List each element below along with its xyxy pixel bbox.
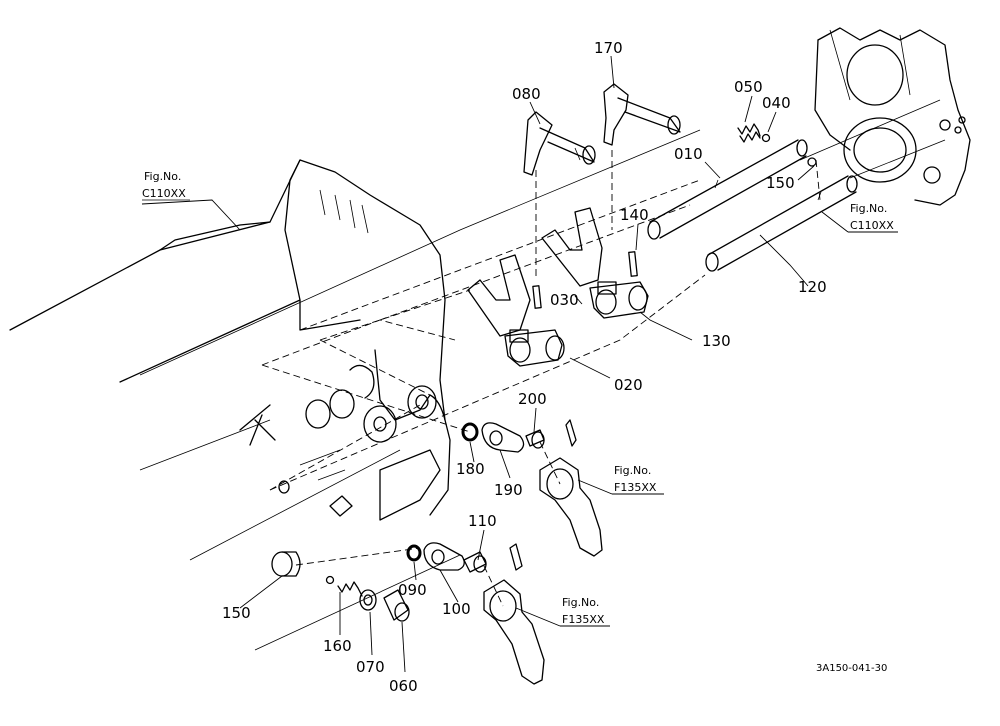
shift-arm-upper <box>539 419 603 557</box>
fig-ref-c110-right: Fig.No. C110XX <box>850 202 894 232</box>
plug-060 <box>383 589 410 622</box>
detent-ball-150-top <box>807 157 817 167</box>
label-160: 160 <box>323 637 352 655</box>
svg-text:F135XX: F135XX <box>614 481 657 494</box>
svg-text:C110XX: C110XX <box>142 187 186 200</box>
label-030: 030 <box>550 291 579 309</box>
spring-160 <box>337 581 363 597</box>
label-050: 050 <box>734 78 763 96</box>
label-130: 130 <box>702 332 731 350</box>
plate-100 <box>423 542 465 571</box>
plate-190 <box>481 422 525 453</box>
shift-lever-080 <box>523 111 596 176</box>
label-150-top: 150 <box>766 174 795 192</box>
svg-text:Fig.No.: Fig.No. <box>614 464 651 477</box>
o-ring-090 <box>406 544 422 562</box>
detent-spring-050 <box>737 123 761 143</box>
part-number-labels: 080 170 050 040 010 150 140 120 030 130 … <box>222 39 827 695</box>
label-190: 190 <box>494 481 523 499</box>
leader-lines <box>141 55 898 673</box>
label-020: 020 <box>614 376 643 394</box>
label-180: 180 <box>456 460 485 478</box>
fig-ref-c110-top: Fig.No. C110XX <box>142 170 190 201</box>
transmission-case <box>9 159 451 521</box>
bolt-200 <box>525 429 545 449</box>
long-axis-lines <box>139 99 946 651</box>
svg-text:F135XX: F135XX <box>562 613 605 626</box>
label-060: 060 <box>389 677 418 695</box>
bolt-110 <box>463 551 487 573</box>
shift-arm-lower <box>483 543 545 685</box>
detent-ball-040 <box>761 133 771 143</box>
label-170: 170 <box>594 39 623 57</box>
label-040: 040 <box>762 94 791 112</box>
shift-fork-130 <box>541 207 649 319</box>
alignment-lines <box>261 150 821 607</box>
svg-text:Fig.No.: Fig.No. <box>144 170 181 183</box>
svg-text:Fig.No.: Fig.No. <box>562 596 599 609</box>
drawing-code: 3A150-041-30 <box>816 663 887 674</box>
label-080: 080 <box>512 85 541 103</box>
detent-plug-150-low <box>271 551 301 577</box>
shift-rod-120 <box>705 175 858 272</box>
washer-070 <box>359 589 377 611</box>
label-110: 110 <box>468 512 497 530</box>
label-090: 090 <box>398 581 427 599</box>
shift-rod-010 <box>647 139 808 240</box>
label-100: 100 <box>442 600 471 618</box>
svg-text:Fig.No.: Fig.No. <box>850 202 887 215</box>
detent-ball-low <box>325 575 335 585</box>
label-140: 140 <box>620 206 649 224</box>
label-010: 010 <box>674 145 703 163</box>
label-120: 120 <box>798 278 827 296</box>
o-ring-180 <box>461 422 479 442</box>
spring-pin-140 <box>628 251 638 277</box>
spring-pin-030 <box>532 285 542 309</box>
svg-text:C110XX: C110XX <box>850 219 894 232</box>
fig-ref-f135-low: Fig.No. F135XX <box>562 596 605 626</box>
front-housing <box>814 27 971 206</box>
left-collar-parts <box>239 385 437 517</box>
fig-ref-f135-mid: Fig.No. F135XX <box>614 464 657 494</box>
label-200: 200 <box>518 390 547 408</box>
shift-lever-170 <box>603 83 681 146</box>
label-150-low: 150 <box>222 604 251 622</box>
label-070: 070 <box>356 658 385 676</box>
shift-fork-020 <box>467 254 565 367</box>
